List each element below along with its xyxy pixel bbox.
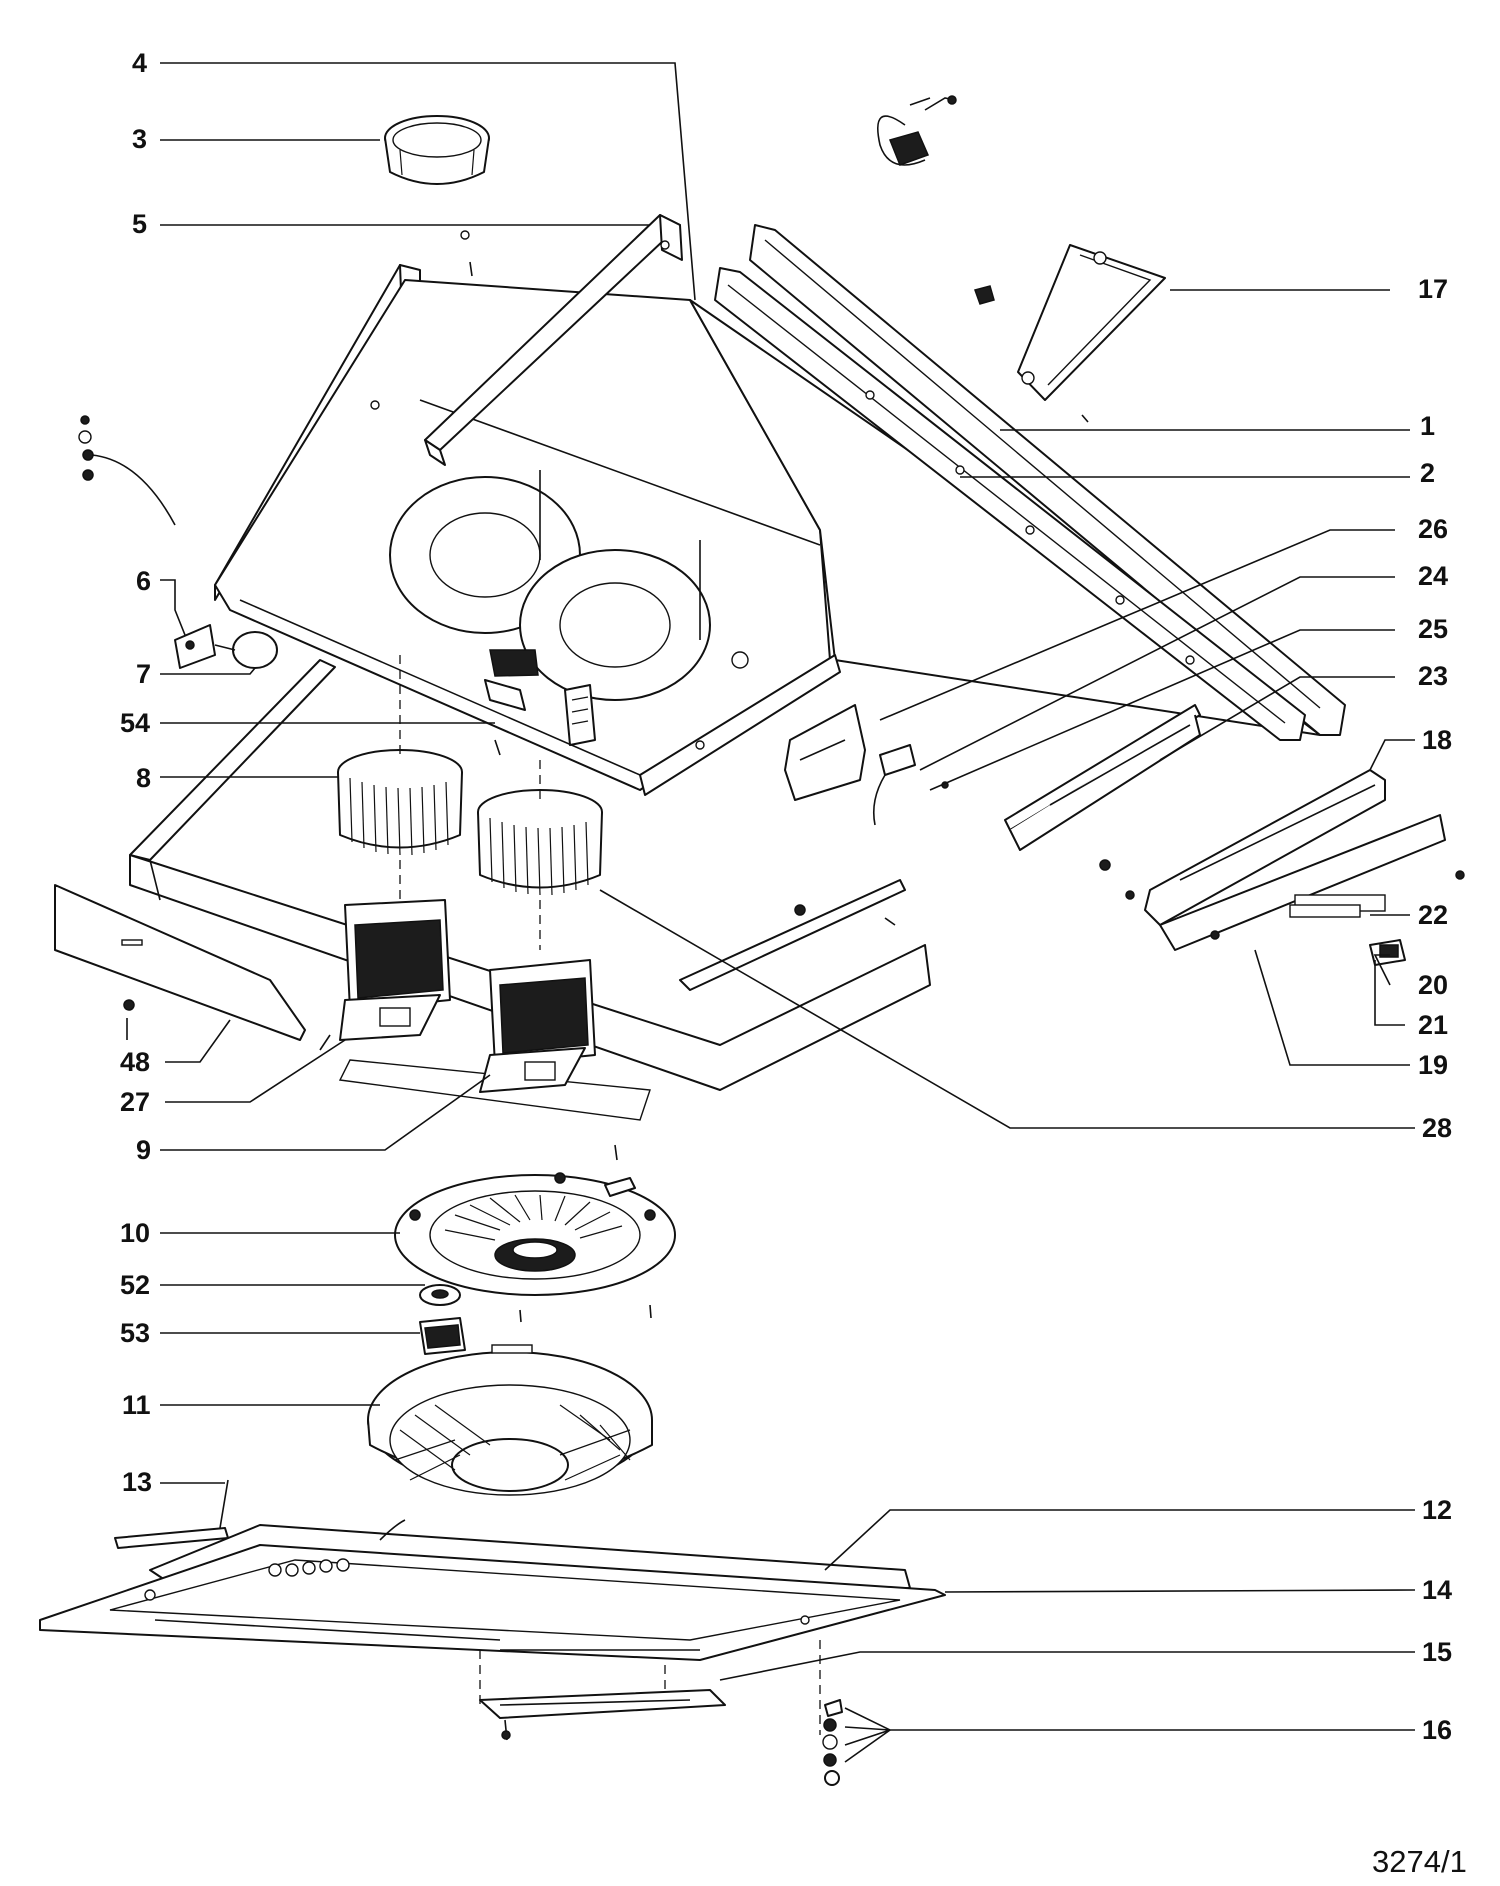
callout-20: 20 — [1418, 970, 1448, 1000]
callout-13: 13 — [122, 1467, 152, 1497]
callout-26: 26 — [1418, 514, 1448, 544]
callout-24: 24 — [1418, 561, 1448, 591]
part-54-terminal — [484, 679, 596, 756]
callout-54: 54 — [120, 708, 150, 738]
callout-23: 23 — [1418, 661, 1448, 691]
part-15-lamp-cover — [479, 1689, 726, 1741]
part-3-spigot — [384, 115, 490, 185]
part-drawings — [39, 95, 1465, 1786]
callout-4: 4 — [132, 48, 147, 78]
callout-52: 52 — [120, 1270, 150, 1300]
callout-15: 15 — [1422, 1637, 1452, 1667]
part-28-fan-wheel — [477, 789, 603, 896]
part-11-filter — [367, 1344, 653, 1496]
callout-28: 28 — [1422, 1113, 1452, 1143]
callout-14: 14 — [1422, 1575, 1452, 1605]
part-52-cap — [419, 1284, 461, 1306]
drawing-reference: 3274/1 — [1372, 1844, 1467, 1879]
callout-3: 3 — [132, 124, 147, 154]
callout-6: 6 — [136, 566, 151, 596]
part-mains-cable — [876, 95, 957, 166]
part-26-cover — [784, 704, 866, 801]
part-6-7-lamp — [174, 624, 278, 669]
part-1-2-rails — [714, 224, 1346, 741]
callout-12: 12 — [1422, 1495, 1452, 1525]
callout-7: 7 — [136, 659, 151, 689]
part-5-rail — [424, 214, 683, 466]
callout-22: 22 — [1418, 900, 1448, 930]
part-24-switch — [872, 744, 949, 826]
callout-8: 8 — [136, 763, 151, 793]
callout-17: 17 — [1418, 274, 1448, 304]
part-9-motor — [479, 959, 596, 1093]
part-48-frame — [54, 659, 931, 1121]
part-earth-lead — [78, 415, 176, 526]
callout-1: 1 — [1420, 411, 1435, 441]
part-27-motor — [319, 899, 451, 1051]
callout-10: 10 — [120, 1218, 150, 1248]
callout-labels: 1 2 3 4 5 6 7 8 9 10 11 12 13 14 15 16 1… — [120, 48, 1452, 1745]
callout-27: 27 — [120, 1087, 150, 1117]
callout-5: 5 — [132, 209, 147, 239]
callout-53: 53 — [120, 1318, 150, 1348]
callout-2: 2 — [1420, 458, 1435, 488]
leader-lines — [160, 62, 1416, 1763]
part-16-fixings — [822, 1699, 843, 1786]
part-12-14-base — [39, 1519, 946, 1661]
callout-25: 25 — [1418, 614, 1448, 644]
part-17-bracket — [974, 244, 1166, 423]
callout-9: 9 — [136, 1135, 151, 1165]
callout-21: 21 — [1418, 1010, 1448, 1040]
part-53-nut — [419, 1317, 466, 1355]
callout-11: 11 — [122, 1390, 151, 1420]
part-23-slider — [1004, 704, 1201, 851]
callout-16: 16 — [1422, 1715, 1452, 1745]
part-20-21-knobs — [1369, 939, 1406, 966]
callout-18: 18 — [1422, 725, 1452, 755]
part-18-panel — [1099, 769, 1465, 951]
part-8-fan-wheel — [337, 749, 463, 856]
callout-19: 19 — [1418, 1050, 1448, 1080]
part-10-fan-plate — [394, 1144, 676, 1323]
callout-48: 48 — [120, 1047, 150, 1077]
